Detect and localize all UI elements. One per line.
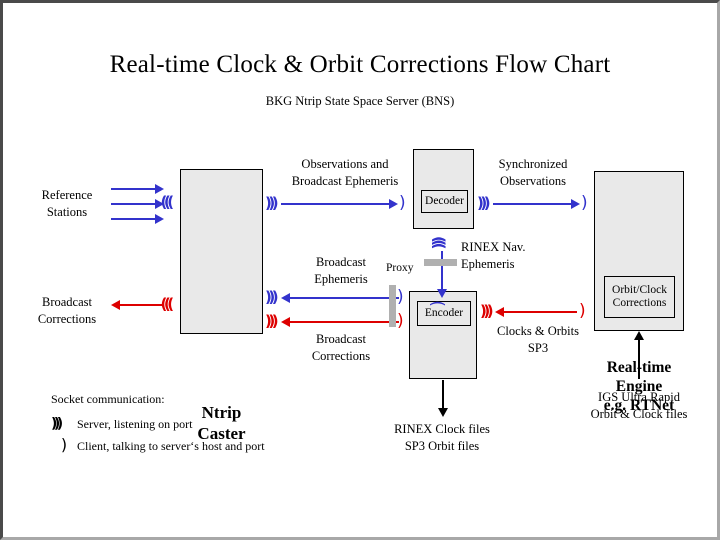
proxy-bar-horizontal [424, 259, 457, 266]
synchronized-observations-arrow-head [571, 199, 580, 209]
clocks-orbits-arrow [503, 311, 577, 313]
socket-server-icon-legend: ))) [51, 416, 63, 432]
clocks-orbits-label: Clocks & Orbits SP3 [497, 324, 579, 355]
igs-label: IGS Ultra Rapid Orbit & Clock files [590, 390, 688, 421]
broadcast-ephemeris-label: Broadcast Ephemeris [314, 255, 368, 286]
legend-client-text: Client, talking to server‘s host and por… [77, 439, 265, 453]
igs-arrow-head [634, 331, 644, 340]
bnc-box[interactable]: BNC Decoder [413, 149, 474, 322]
socket-client-icon-bns-corr-out: ) [397, 311, 404, 331]
broadcast-corrections-mid-arrow-head [281, 317, 290, 327]
rinex-files-arrow-head [438, 408, 448, 417]
socket-server-icon-caster-out: ))) [164, 295, 175, 313]
socket-client-icon-rte-in: ) [581, 193, 588, 213]
reference-station-arrow-2 [111, 203, 159, 205]
observations-arrow-head [389, 199, 398, 209]
synchronized-observations-arrow [493, 203, 575, 205]
broadcast-corrections-out-arrow [119, 304, 163, 306]
socket-client-icon-bns-eph-out: ) [397, 287, 404, 307]
proxy-bar-vertical [389, 285, 396, 327]
page-subtitle: BKG Ntrip State Space Server (BNS) [265, 94, 455, 108]
igs-arrow [638, 337, 640, 379]
rinex-files-label: RINEX Clock files SP3 Orbit files [394, 422, 490, 453]
rinex-files-arrow [442, 380, 444, 412]
broadcast-corrections-out-label: Broadcast Corrections [37, 295, 97, 326]
socket-client-icon-legend: ) [60, 435, 68, 454]
socket-server-icon-bnc-out: ))) [477, 194, 491, 212]
legend-client-row: ) Client, talking to server‘s host and po… [51, 437, 265, 453]
bns-encoder-box[interactable]: Encoder [417, 301, 471, 326]
legend-server-row: ))) Server, listening on port [51, 417, 193, 431]
observations-label: Observations and Broadcast Ephemeris [291, 157, 399, 188]
socket-client-icon-bnc-in: ) [399, 193, 406, 213]
socket-server-icon-caster-corr: ))) [265, 312, 279, 330]
synchronized-observations-label: Synchronized Observations [498, 157, 568, 188]
broadcast-ephemeris-arrow [289, 297, 399, 299]
bns-box[interactable]: Encoder BNS [409, 291, 477, 379]
reference-station-arrow-3-head [155, 214, 164, 224]
socket-server-icon-caster-obs: ))) [265, 194, 279, 212]
socket-client-icon-bns-nav-in: ) [427, 300, 448, 307]
legend-server-text: Server, listening on port [77, 417, 193, 431]
real-time-engine-box[interactable]: Real-time Engine e.g. RTNet Orbit/Clock … [594, 171, 684, 414]
observations-arrow [281, 203, 393, 205]
socket-server-icon-rinex-nav: ))) [429, 239, 448, 250]
broadcast-ephemeris-arrow-head [281, 293, 290, 303]
reference-stations-label: Reference Stations [41, 188, 93, 219]
orbit-clock-corrections-box[interactable]: Orbit/Clock Corrections [604, 276, 675, 318]
reference-station-arrow-1-head [155, 184, 164, 194]
reference-station-arrow-3 [111, 218, 159, 220]
legend-title: Socket communication: [51, 392, 165, 406]
broadcast-corrections-out-arrow-head [111, 300, 120, 310]
page-title: Real-time Clock & Orbit Corrections Flow… [109, 51, 611, 78]
socket-server-icon-caster-eph: ))) [265, 288, 279, 306]
ntrip-caster-box[interactable]: Ntrip Caster [180, 169, 263, 443]
socket-client-icon-rte-sp3-out: ) [579, 301, 586, 321]
rinex-nav-arrow [441, 251, 443, 293]
broadcast-corrections-mid-arrow [289, 321, 399, 323]
socket-server-icon-caster-in: ))) [164, 193, 175, 211]
proxy-label: Proxy [386, 262, 414, 274]
clocks-orbits-arrow-head [495, 307, 504, 317]
reference-station-arrow-2-head [155, 199, 164, 209]
bnc-decoder-box[interactable]: Decoder [421, 190, 468, 213]
reference-station-arrow-1 [111, 188, 159, 190]
ntrip-caster-label: Ntrip Caster [197, 403, 246, 444]
socket-server-icon-bns-sp3-in: ))) [480, 302, 494, 320]
broadcast-corrections-mid-label: Broadcast Corrections [311, 332, 371, 363]
rinex-nav-arrow-head [437, 289, 447, 298]
rinex-nav-label: RINEX Nav. Ephemeris [461, 240, 526, 271]
